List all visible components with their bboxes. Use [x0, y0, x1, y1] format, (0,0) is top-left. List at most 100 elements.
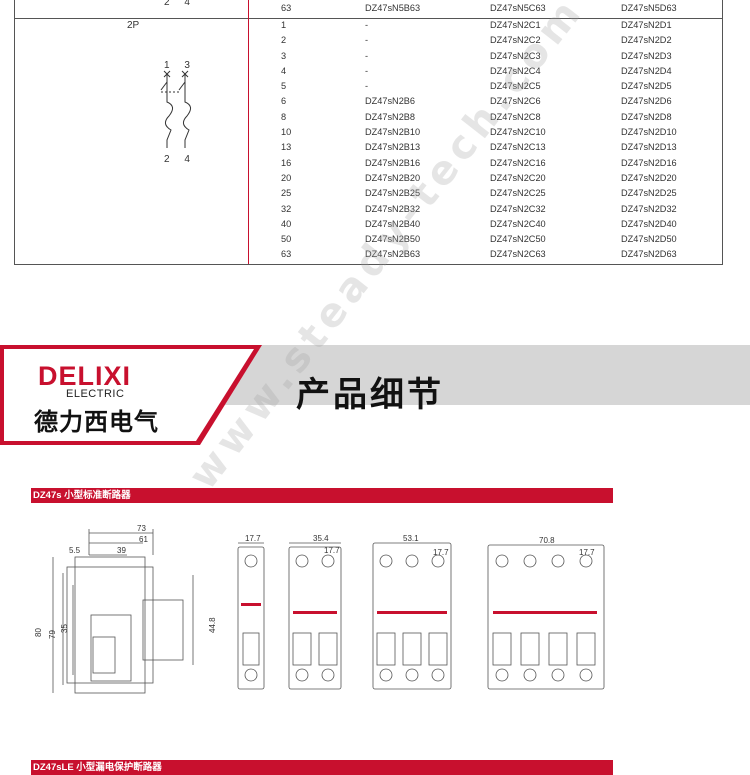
model-b-curve: -	[365, 81, 369, 92]
dim-side-total: 73	[137, 524, 146, 533]
dim-pitch-4p: 17.7	[579, 548, 595, 557]
diagram-terminals-bottom: 2 4	[164, 154, 196, 165]
model-d-curve: DZ47sN2D16	[621, 157, 677, 168]
spec-table: 2 4 2P 1 3 2 4 63 DZ47s	[14, 0, 723, 265]
dim-side-body: 61	[139, 535, 148, 544]
model-c-curve: DZ47sN2C16	[490, 157, 546, 168]
model-b-curve: DZ47sN2B25	[365, 188, 421, 199]
table-row: 8 DZ47sN2B8 DZ47sN2C8 DZ47sN2D8	[249, 110, 722, 125]
front-view-4p	[487, 544, 605, 690]
model-d-curve: DZ47sN5D63	[621, 3, 677, 13]
dim-front-height: 44.8	[208, 617, 217, 633]
model-b-curve: DZ47sN2B50	[365, 234, 421, 245]
dim-width-3p: 53.1	[403, 534, 419, 543]
model-c-curve: DZ47sN2C5	[490, 81, 541, 92]
model-d-curve: DZ47sN2D20	[621, 172, 677, 183]
section-header: DZ47sLE 小型漏电保护断路器	[31, 760, 613, 775]
model-b-curve: -	[365, 20, 369, 30]
logo-subtitle: ELECTRIC	[66, 388, 125, 400]
table-row: 10 DZ47sN2B10 DZ47sN2C10 DZ47sN2D10	[249, 125, 722, 140]
model-d-curve: DZ47sN2D10	[621, 127, 677, 138]
model-c-curve: DZ47sN2C32	[490, 203, 546, 214]
model-b-curve: -	[365, 65, 369, 76]
model-d-curve: DZ47sN2D6	[621, 96, 672, 107]
side-view-drawing	[52, 529, 194, 694]
rated-current: 25	[281, 188, 292, 199]
dim-width-1p: 17.7	[245, 534, 261, 543]
model-c-curve: DZ47sN2C10	[490, 127, 546, 138]
dim-side-inner: 39	[117, 546, 126, 555]
model-c-curve: DZ47sN2C3	[490, 50, 541, 61]
table-row: 40 DZ47sN2B40 DZ47sN2C40 DZ47sN2D40	[249, 217, 722, 232]
model-d-curve: DZ47sN2D5	[621, 81, 672, 92]
table-row: 5 - DZ47sN2C5 DZ47sN2D5	[249, 79, 722, 94]
model-c-curve: DZ47sN2C1	[490, 20, 541, 30]
terminal-numbers-top: 2 4	[164, 0, 196, 8]
rated-current: 1	[281, 20, 287, 30]
model-b-curve: DZ47sN2B32	[365, 203, 421, 214]
model-b-curve: DZ47sN2B20	[365, 172, 421, 183]
dim-pitch-3p: 17.7	[433, 548, 449, 557]
table-body: 63 DZ47sN5B63 DZ47sN5C63 DZ47sN5D63 1 - DZ…	[249, 0, 722, 263]
model-c-curve: DZ47sN2C6	[490, 96, 541, 107]
rated-current: 4	[281, 65, 287, 76]
model-b-curve: DZ47sN2B13	[365, 142, 421, 153]
model-d-curve: DZ47sN2D25	[621, 188, 677, 199]
model-d-curve: DZ47sN2D2	[621, 35, 672, 46]
logo-chinese: 德力西电气	[34, 409, 159, 436]
model-b-curve: -	[365, 50, 369, 61]
front-view-1p	[237, 542, 265, 690]
column-divider	[248, 0, 249, 264]
model-d-curve: DZ47sN2D40	[621, 218, 677, 229]
table-row: 25 DZ47sN2B25 DZ47sN2C25 DZ47sN2D25	[249, 186, 722, 201]
dim-width-2p: 35.4	[313, 534, 329, 543]
dimension-drawings: 73 61 5.5 39 80 79 35 44.8 17.7 35.4 17.…	[34, 524, 605, 694]
model-d-curve: DZ47sN2D3	[621, 50, 672, 61]
front-view-2p	[288, 542, 342, 690]
model-b-curve: DZ47sN2B40	[365, 218, 421, 229]
section-header: DZ47s 小型标准断路器	[31, 488, 613, 503]
rated-current: 63	[281, 249, 292, 260]
table-row: 63 DZ47sN5B63 DZ47sN5C63 DZ47sN5D63	[249, 0, 722, 18]
model-c-curve: DZ47sN2C8	[490, 111, 541, 122]
rated-current: 16	[281, 157, 292, 168]
model-c-curve: DZ47sN2C4	[490, 65, 541, 76]
model-c-curve: DZ47sN2C20	[490, 172, 546, 183]
table-row: 20 DZ47sN2B20 DZ47sN2C20 DZ47sN2D20	[249, 171, 722, 186]
model-d-curve: DZ47sN2D13	[621, 142, 677, 153]
model-d-curve: DZ47sN2D50	[621, 234, 677, 245]
rated-current: 32	[281, 203, 292, 214]
rated-current: 20	[281, 172, 292, 183]
pole-label: 2P	[127, 20, 140, 31]
model-b-curve: DZ47sN5B63	[365, 3, 421, 13]
diagram-terminals-top: 1 3	[164, 60, 196, 71]
rated-current: 5	[281, 81, 287, 92]
rated-current: 40	[281, 218, 292, 229]
rated-current: 8	[281, 111, 287, 122]
model-c-curve: DZ47sN5C63	[490, 3, 546, 13]
rated-current: 50	[281, 234, 292, 245]
model-c-curve: DZ47sN2C40	[490, 218, 546, 229]
circuit-diagram-icon	[160, 70, 191, 148]
model-b-curve: DZ47sN2B10	[365, 127, 421, 138]
model-d-curve: DZ47sN2D8	[621, 111, 672, 122]
model-b-curve: DZ47sN2B6	[365, 96, 416, 107]
rated-current: 2	[281, 35, 287, 46]
model-b-curve: DZ47sN2B8	[365, 111, 416, 122]
model-b-curve: DZ47sN2B63	[365, 249, 421, 260]
rated-current: 13	[281, 142, 292, 153]
model-c-curve: DZ47sN2C25	[490, 188, 546, 199]
product-detail-banner: DELIXI ELECTRIC 德力西电气 产品细节	[0, 345, 750, 445]
dim-height-rail: 35	[60, 624, 69, 633]
delixi-logo: DELIXI ELECTRIC 德力西电气	[0, 345, 260, 445]
rated-current: 63	[281, 3, 292, 13]
rated-current: 10	[281, 127, 292, 138]
